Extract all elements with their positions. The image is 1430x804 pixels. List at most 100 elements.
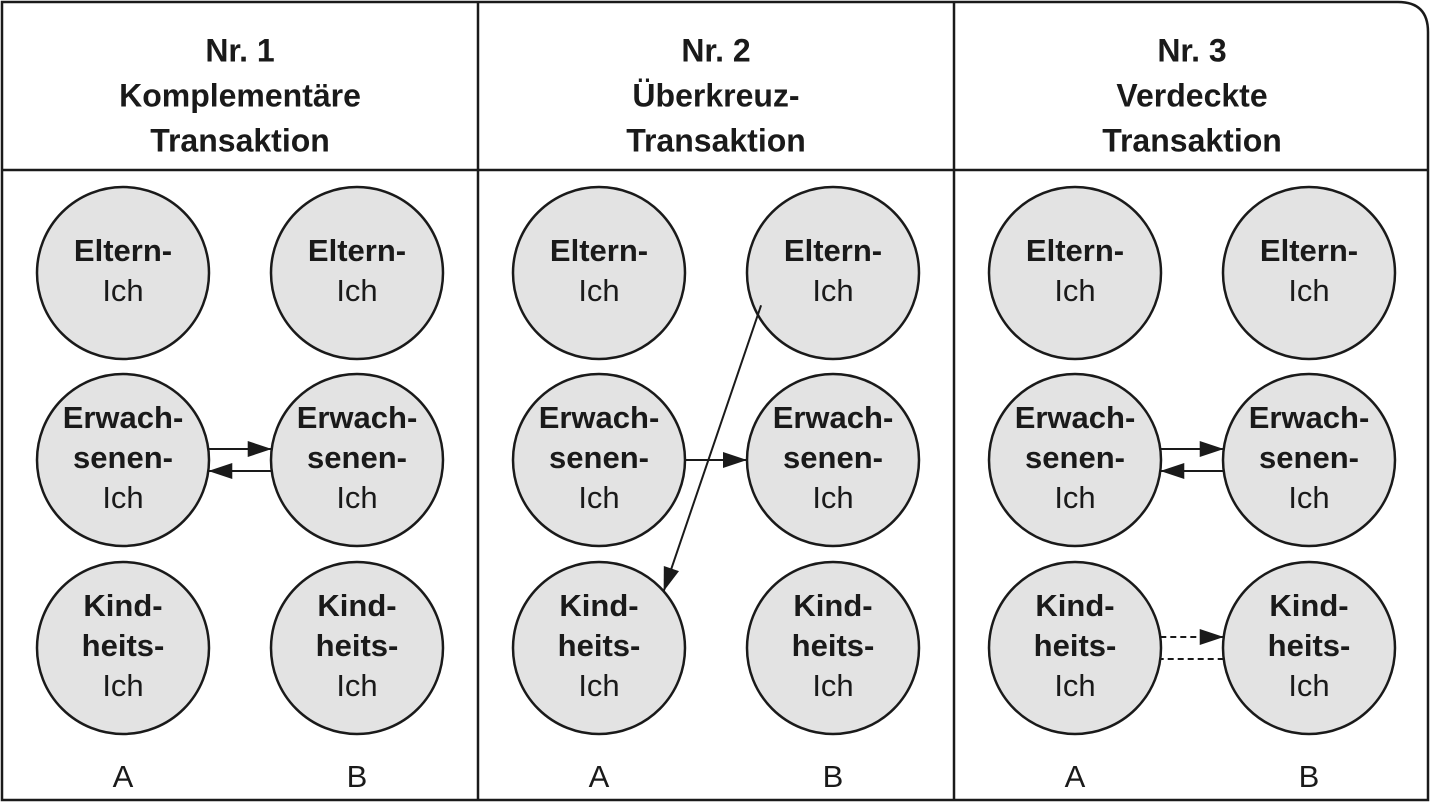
- panel-2-transaction-2-arrowhead: [663, 565, 679, 592]
- child-ego-label-line-3: Ich: [812, 668, 853, 703]
- adult-ego-label-line-3: Ich: [812, 480, 853, 515]
- child-ego-label-line-1: Kind-: [1035, 588, 1114, 623]
- panel-1-person-a-label: A: [113, 759, 134, 794]
- adult-ego-label-line-1: Erwach-: [63, 400, 184, 435]
- panel-3-a-child-ego-state: Kind-heits- Ich: [987, 560, 1163, 736]
- panel-1-title-line-1: Nr. 1: [205, 32, 274, 68]
- child-ego-circle: [745, 560, 921, 736]
- adult-ego-circle: [35, 372, 211, 548]
- parent-ego-label-line-1: Eltern-: [1260, 233, 1358, 268]
- parent-ego-circle: [987, 185, 1163, 361]
- parent-ego-circle: [511, 185, 687, 361]
- panel-3-title-line-3: Transaktion: [1102, 122, 1282, 158]
- panel-3-a-parent-ego-state: Eltern- Ich: [987, 185, 1163, 361]
- adult-ego-label-line-1: Erwach-: [297, 400, 418, 435]
- adult-ego-label-line-2: senen-: [1259, 440, 1359, 475]
- parent-ego-label-line-1: Eltern-: [1026, 233, 1124, 268]
- panel-3-a-adult-ego-state: Erwach-senen- Ich: [987, 372, 1163, 548]
- panel-3-person-a-label: A: [1065, 759, 1086, 794]
- panel-3-b-adult-ego-state: Erwach-senen- Ich: [1221, 372, 1397, 548]
- child-ego-label-line-3: Ich: [1054, 668, 1095, 703]
- child-ego-label-line-1: Kind-: [317, 588, 396, 623]
- adult-ego-label-line-2: senen-: [549, 440, 649, 475]
- child-ego-label-line-1: Kind-: [83, 588, 162, 623]
- child-ego-circle: [987, 560, 1163, 736]
- parent-ego-label-line-2: Ich: [1054, 273, 1095, 308]
- panel-2-a-parent-ego-state: Eltern- Ich: [511, 185, 687, 361]
- adult-ego-label-line-1: Erwach-: [1249, 400, 1370, 435]
- parent-ego-label-line-2: Ich: [578, 273, 619, 308]
- parent-ego-label-line-1: Eltern-: [784, 233, 882, 268]
- parent-ego-label-line-2: Ich: [102, 273, 143, 308]
- panel-1-person-b-label: B: [347, 759, 368, 794]
- adult-ego-label-line-3: Ich: [1054, 480, 1095, 515]
- child-ego-circle: [269, 560, 445, 736]
- child-ego-label-line-2: heits-: [1034, 628, 1117, 663]
- panel-3-person-b-label: B: [1299, 759, 1320, 794]
- panel-2-a-adult-ego-state: Erwach-senen-Ich: [511, 372, 687, 548]
- panel-1: Nr. 1KomplementäreTransaktionEltern-IchE…: [35, 32, 445, 794]
- child-ego-label-line-2: heits-: [558, 628, 641, 663]
- panel-1-a-child-ego-state: Kind-heits- Ich: [35, 560, 211, 736]
- panel-2-transaction-1-arrowhead: [723, 452, 747, 468]
- parent-ego-circle: [35, 185, 211, 361]
- parent-ego-circle: [1221, 185, 1397, 361]
- child-ego-label-line-2: heits-: [1268, 628, 1351, 663]
- adult-ego-circle: [1221, 372, 1397, 548]
- child-ego-label-line-1: Kind-: [1269, 588, 1348, 623]
- panel-1-title-line-2: Komplementäre: [119, 77, 361, 113]
- panel-2-title-line-1: Nr. 2: [681, 32, 750, 68]
- child-ego-circle: [511, 560, 687, 736]
- adult-ego-label-line-1: Erwach-: [773, 400, 894, 435]
- adult-ego-label-line-2: senen-: [307, 440, 407, 475]
- panel-2-b-child-ego-state: Kind-heits- Ich: [745, 560, 921, 736]
- parent-ego-label-line-2: Ich: [336, 273, 377, 308]
- child-ego-label-line-1: Kind-: [793, 588, 872, 623]
- panel-1-a-parent-ego-state: Eltern- Ich: [35, 185, 211, 361]
- parent-ego-circle: [745, 185, 921, 361]
- content-layer: Nr. 1KomplementäreTransaktionEltern-IchE…: [35, 32, 1397, 794]
- adult-ego-label-line-3: Ich: [336, 480, 377, 515]
- panel-2-transaction-2-line: [662, 304, 763, 592]
- adult-ego-label-line-2: senen-: [783, 440, 883, 475]
- child-ego-label-line-2: heits-: [792, 628, 875, 663]
- parent-ego-label-line-1: Eltern-: [550, 233, 648, 268]
- adult-ego-label-line-1: Erwach-: [1015, 400, 1136, 435]
- parent-ego-label-line-2: Ich: [1288, 273, 1329, 308]
- panel-1-a-adult-ego-state: Erwach-senen-Ich: [35, 372, 211, 548]
- panel-3-b-parent-ego-state: Eltern- Ich: [1221, 185, 1397, 361]
- child-ego-label-line-1: Kind-: [559, 588, 638, 623]
- parent-ego-label-line-1: Eltern-: [74, 233, 172, 268]
- adult-ego-label-line-3: Ich: [578, 480, 619, 515]
- panel-2-b-parent-ego-state: Eltern- Ich: [745, 185, 921, 361]
- panel-3-title-line-1: Nr. 3: [1157, 32, 1226, 68]
- parent-ego-circle: [269, 185, 445, 361]
- child-ego-label-line-2: heits-: [316, 628, 399, 663]
- child-ego-circle: [35, 560, 211, 736]
- panel-3-transaction-2-arrowhead: [1160, 463, 1185, 479]
- adult-ego-label-line-3: Ich: [102, 480, 143, 515]
- child-ego-label-line-2: heits-: [82, 628, 165, 663]
- panel-3-transaction-3-arrowhead: [1199, 629, 1224, 645]
- panel-2-a-child-ego-state: Kind-heits-Ich: [511, 560, 687, 736]
- panel-1-title-line-3: Transaktion: [150, 122, 330, 158]
- parent-ego-label-line-1: Eltern-: [308, 233, 406, 268]
- child-ego-circle: [1221, 560, 1397, 736]
- adult-ego-label-line-3: Ich: [1288, 480, 1329, 515]
- panel-3-b-child-ego-state: Kind-heits- Ich: [1221, 560, 1397, 736]
- child-ego-label-line-3: Ich: [102, 668, 143, 703]
- panel-1-transaction-2-arrowhead: [208, 463, 233, 479]
- adult-ego-circle: [987, 372, 1163, 548]
- adult-ego-circle: [269, 372, 445, 548]
- panel-3: Nr. 3VerdeckteTransaktionEltern-IchErwac…: [987, 32, 1397, 794]
- panel-2-person-b-label: B: [823, 759, 844, 794]
- panel-2: Nr. 2Überkreuz-TransaktionEltern-IchErwa…: [511, 32, 921, 794]
- panel-1-transaction-1-arrowhead: [247, 441, 272, 457]
- parent-ego-label-line-2: Ich: [812, 273, 853, 308]
- panel-1-b-adult-ego-state: Erwach-senen- Ich: [269, 372, 445, 548]
- panel-3-title-line-2: Verdeckte: [1116, 77, 1267, 113]
- adult-ego-label-line-2: senen-: [1025, 440, 1125, 475]
- child-ego-label-line-3: Ich: [1288, 668, 1329, 703]
